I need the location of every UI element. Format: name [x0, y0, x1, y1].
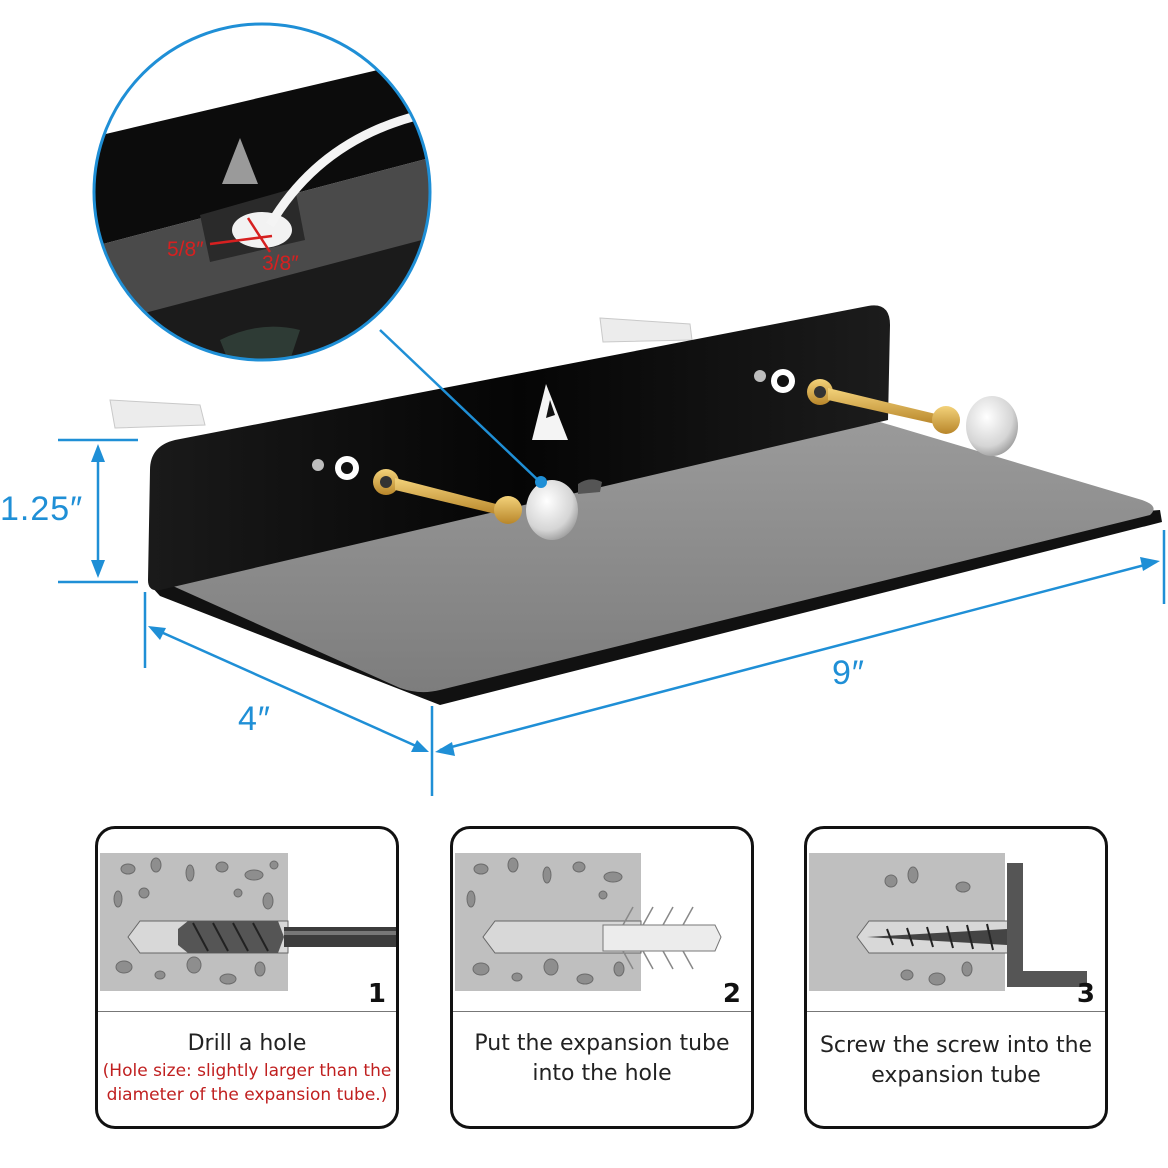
shelf-diagram — [58, 22, 1166, 796]
height-label: 1.25″ — [0, 490, 84, 528]
step-caption: Drill a hole — [187, 1031, 307, 1056]
slot-height-label: 3/8″ — [262, 252, 299, 275]
step-panel-2: 2 Put the expansion tube into the hole — [450, 826, 754, 1129]
step-panel-3: 3 Screw the screw into the expansion tub… — [804, 826, 1108, 1129]
step-number: 1 — [367, 979, 386, 1009]
mounting-hardware-left — [312, 456, 578, 540]
step-note-line: (Hole size: slightly larger than the — [102, 1061, 392, 1081]
step-caption: Put the expansion tube into the hole — [453, 1029, 751, 1089]
shelf-base — [150, 422, 1162, 705]
depth-label: 4″ — [238, 700, 271, 738]
expansion-tube-illustration — [455, 853, 722, 991]
dimension-lines — [58, 329, 1166, 796]
step-caption-line: into the hole — [532, 1061, 672, 1086]
step-panel-1: 1 Drill a hole (Hole size: slightly larg… — [95, 826, 399, 1129]
step-number: 2 — [722, 979, 741, 1009]
mounting-hardware-right — [754, 369, 1018, 456]
width-label: 9″ — [832, 654, 865, 692]
drill-illustration — [100, 853, 396, 991]
wall-anchor-right — [599, 317, 693, 343]
step-caption-line: Screw the screw into the — [819, 1033, 1093, 1058]
step-note: (Hole size: slightly larger than the dia… — [98, 1059, 396, 1107]
slot-width-label: 5/8″ — [167, 238, 204, 261]
shelf-backboard — [148, 305, 890, 591]
zoom-detail-circle — [92, 22, 432, 362]
step-number: 3 — [1076, 979, 1095, 1009]
step-caption-line: expansion tube — [871, 1063, 1041, 1088]
step-note-line: diameter of the expansion tube.) — [106, 1085, 388, 1105]
screw-illustration — [809, 853, 1087, 991]
step-caption-line: Put the expansion tube — [474, 1031, 730, 1056]
wall-anchor-left — [109, 399, 206, 429]
step-caption: Screw the screw into the expansion tube — [807, 1031, 1105, 1091]
